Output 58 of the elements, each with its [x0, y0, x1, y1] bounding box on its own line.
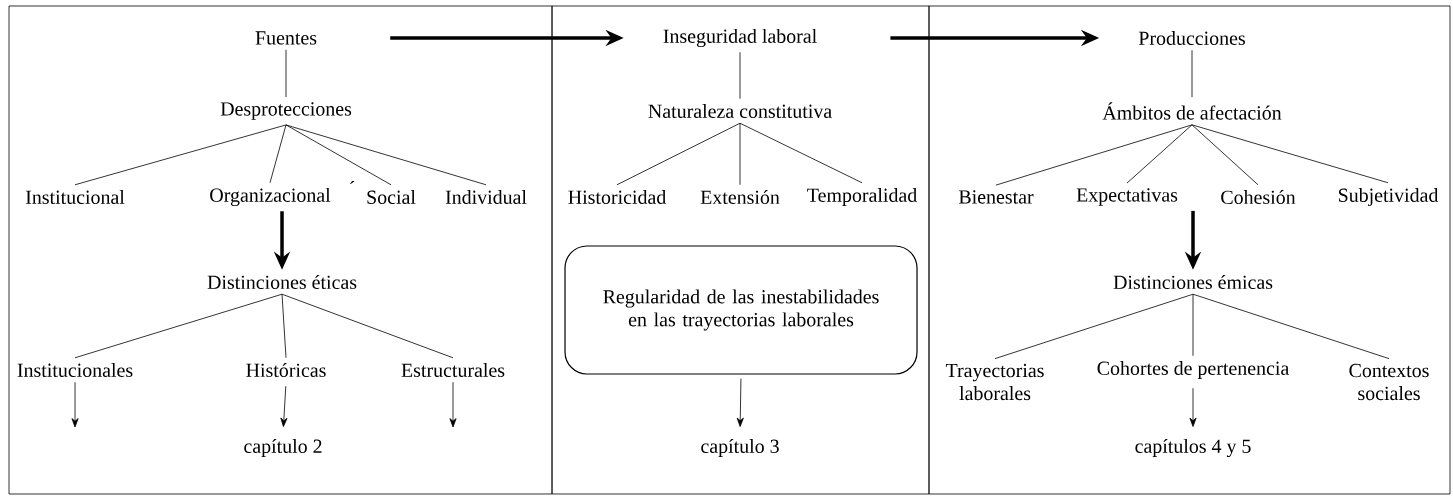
arrow — [449, 381, 457, 428]
connector-line — [994, 293, 1194, 360]
concept-label: Social — [367, 190, 416, 204]
concept-label: Producciones — [1138, 31, 1245, 45]
connector-line — [285, 124, 487, 186]
concept-label: Expectativas — [1076, 188, 1178, 206]
concept-label: Organizacional — [210, 187, 331, 207]
connector-line — [74, 124, 287, 186]
arrow — [1189, 387, 1197, 427]
panel-frame — [928, 5, 1451, 495]
connector-line — [739, 122, 741, 186]
concept-label: Subjetividad — [1338, 187, 1439, 206]
concept-label: Distinciones émicas — [1113, 274, 1273, 289]
connector-line — [995, 124, 1193, 186]
connector-line — [74, 293, 283, 359]
connector-line — [285, 49, 287, 98]
concept-label: Estructurales — [401, 363, 505, 377]
connector-line — [739, 122, 863, 184]
concept-label: Bienestar — [958, 190, 1034, 204]
concept-label: Cohesión — [1221, 189, 1296, 204]
rounded-box: Regularidad de las inestabilidades en las trayectorias laborales — [564, 245, 918, 375]
panel-frame — [551, 5, 930, 495]
connector-line — [1192, 293, 1390, 360]
concept-label: capítulo 2 — [244, 438, 322, 458]
concept-label: capítulos 4 y 5 — [1135, 438, 1251, 458]
concept-label: Extensión — [700, 189, 780, 204]
concept-label: Distinciones éticas — [207, 274, 357, 289]
concept-label: Desprotecciones — [220, 102, 352, 120]
connector-line — [616, 122, 741, 186]
concept-label: Inseguridad laboral — [663, 28, 817, 48]
connector-line — [269, 124, 287, 184]
accent-mark: ´ — [350, 181, 355, 185]
arrow — [71, 381, 79, 428]
concept-label: Fuentes — [255, 31, 317, 45]
concept-label: Institucional — [25, 190, 125, 204]
connector-line — [1192, 293, 1194, 357]
connector-line — [1191, 49, 1193, 98]
connector-line — [1126, 124, 1193, 184]
connector-line — [281, 293, 287, 359]
arrow — [280, 385, 288, 427]
concept-label: capítulo 3 — [701, 438, 779, 458]
concept-label: Cohortes de pertenencia — [1097, 360, 1289, 379]
arrow — [736, 378, 744, 427]
concept-label: Individual — [445, 190, 527, 204]
concept-label: Temporalidad — [807, 187, 917, 206]
connector-line — [739, 51, 741, 100]
connector-line — [1191, 124, 1389, 184]
concept-label: Contextos sociales — [1349, 363, 1429, 401]
concept-label: Históricas — [246, 362, 326, 377]
concept-label: Institucionales — [17, 363, 133, 377]
connector-line — [285, 124, 392, 186]
connector-line — [281, 293, 454, 359]
panel-frame — [8, 5, 553, 495]
concept-label: Naturaleza constitutiva — [648, 104, 832, 118]
concept-label: Historicidad — [568, 190, 667, 204]
concept-label: Trayectorias laborales — [945, 363, 1044, 401]
connector-line — [1191, 124, 1259, 186]
concept-label: Ámbitos de afectación — [1102, 102, 1282, 120]
